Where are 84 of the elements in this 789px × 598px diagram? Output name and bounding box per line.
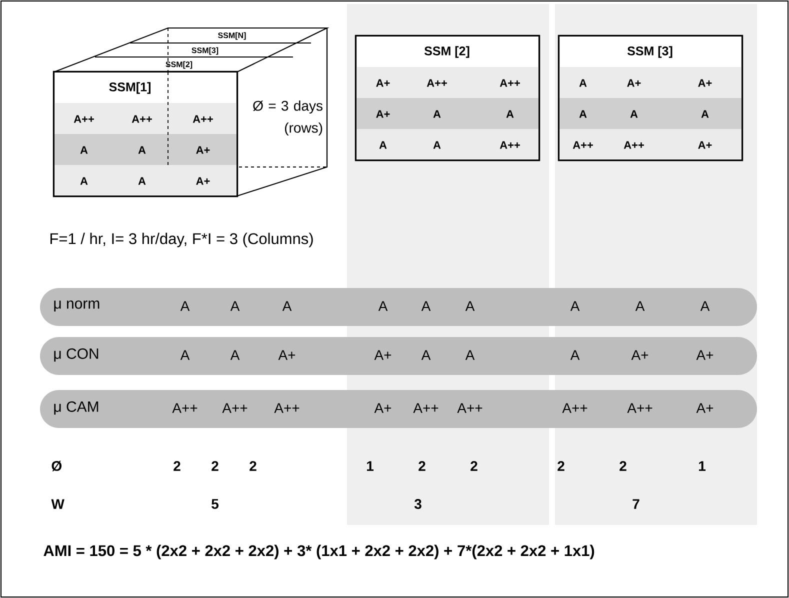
cell-text: A (579, 110, 587, 118)
table-heading: SSM[1] (108, 81, 152, 95)
cell-text: A+ (376, 110, 390, 118)
rating-value: A++ (172, 403, 198, 413)
rating-value: A++ (627, 403, 652, 413)
rating-band (40, 390, 757, 428)
rating-value: A (180, 301, 190, 311)
row-label: W (51, 499, 64, 509)
rating-value: A++ (562, 403, 588, 413)
count-value: 2 (620, 461, 626, 471)
rating-value: A (570, 301, 580, 311)
rating-value: A (230, 301, 240, 311)
rating-value: A+ (374, 403, 392, 413)
cell-text: A (80, 177, 88, 185)
cell-text: A++ (426, 79, 447, 87)
cell-text: A+ (698, 79, 712, 87)
rating-value: A (282, 301, 292, 311)
cell-text: A++ (500, 141, 520, 149)
rating-value: A (421, 350, 431, 360)
rating-value: A (570, 350, 580, 360)
rating-value: A++ (274, 403, 300, 413)
cell-text: A++ (624, 141, 644, 149)
cell-text: A++ (74, 115, 94, 123)
rating-value: A (700, 301, 710, 311)
count-value: 2 (212, 461, 218, 471)
rating-value: A (465, 301, 475, 311)
weight-value: 7 (632, 499, 640, 509)
cell-text: A (579, 79, 587, 87)
cell-text: A++ (572, 141, 593, 149)
rating-value: A++ (413, 403, 438, 413)
row-label: μ CON (54, 348, 98, 362)
cell-text: A++ (500, 79, 520, 87)
rating-value: A++ (222, 403, 248, 413)
rating-band (40, 288, 757, 326)
row-label: Ø (52, 460, 62, 472)
rating-value: A++ (457, 403, 482, 413)
cell-text: A (506, 110, 514, 118)
parameter-note: F=1 / hr, I= 3 hr/day, F*I = 3 (Columns) (50, 232, 313, 248)
rating-value: A+ (278, 350, 296, 360)
cell-text: A (630, 110, 638, 118)
row-label: μ CAM (54, 401, 98, 415)
table-heading: SSM [2] (423, 45, 471, 59)
formula-text: 3* (1x1 + 2x2 + 2x2) + (297, 544, 452, 560)
count-value: 1 (699, 461, 706, 471)
cell-text: A++ (132, 115, 152, 123)
cell-text: A++ (192, 115, 213, 123)
cell-text: A+ (196, 177, 210, 185)
cell-text: A (80, 146, 88, 154)
cell-text: A (433, 110, 441, 118)
slice-label: SSM[3] (192, 47, 218, 55)
rating-value: A+ (696, 350, 714, 360)
side-note: Ø = 3 days (rows) (253, 100, 322, 136)
formula-text: AMI = 150 = 5 * (2x2 + 2x2 + 2x2) + (44, 544, 292, 560)
slice-label: SSM[N] (218, 32, 246, 40)
count-value: 2 (250, 461, 256, 471)
weight-value: 3 (414, 499, 422, 509)
formula-text: 7*(2x2 + 2x2 + 1x1) (458, 544, 594, 560)
rating-value: A+ (696, 403, 714, 413)
rating-value: A (378, 301, 388, 311)
cell-text: A+ (627, 79, 641, 87)
rating-value: A (635, 301, 645, 311)
row-label: μ norm (54, 300, 100, 312)
cell-text: A (138, 177, 146, 185)
cell-text: A+ (376, 79, 390, 87)
rating-value: A (230, 350, 240, 360)
cell-text: A (138, 146, 146, 154)
rating-value: A+ (374, 350, 392, 360)
cell-text: A (433, 141, 441, 149)
cell-text: A (701, 110, 709, 118)
rating-band (40, 337, 757, 375)
cell-text: A (379, 141, 387, 149)
count-value: 2 (174, 461, 180, 471)
rating-value: A+ (631, 350, 648, 360)
cell-text: A+ (196, 146, 210, 154)
rating-value: A (465, 350, 475, 360)
cell-text: A+ (698, 141, 712, 149)
count-value: 2 (558, 461, 564, 471)
count-value: 1 (367, 461, 374, 471)
table-heading: SSM [3] (626, 45, 674, 59)
count-value: 2 (418, 461, 426, 471)
weight-value: 5 (212, 499, 219, 509)
count-value: 2 (470, 461, 478, 471)
rating-value: A (421, 301, 431, 311)
rating-value: A (180, 350, 190, 360)
